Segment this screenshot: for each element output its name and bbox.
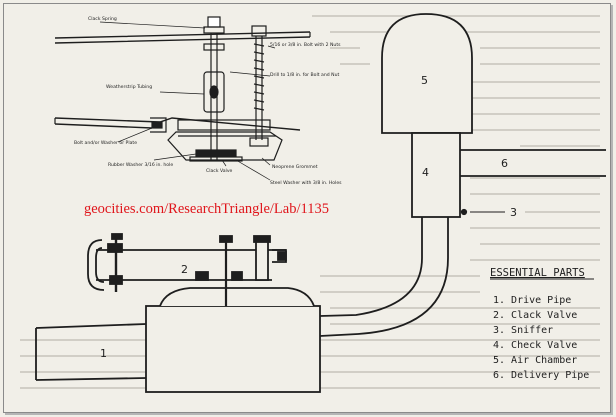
part-number-5: 5 [421,74,428,87]
elbow-pipe [319,217,449,337]
callout-clack-spring: Clack Spring [88,16,117,22]
legend-title: ESSENTIAL PARTS [490,267,585,279]
sniffer [460,208,468,216]
legend-item-sniffer: 3. Sniffer [493,325,553,336]
legend-item-clack-valve: 2. Clack Valve [493,310,577,321]
part-numbers: 1 2 3 4 5 6 [100,74,517,360]
callout-weatherstrip: Weatherstrip Tubing [106,84,152,90]
callout-bolt-low: Bolt and/or Washer or Plate [74,140,137,146]
callout-clack-valve: Clack Valve [206,168,233,174]
essential-parts-legend: ESSENTIAL PARTS 1. Drive Pipe 2. Clack V… [490,267,594,381]
air-chamber [381,13,473,134]
pump-body [145,305,321,393]
part-number-3: 3 [510,206,517,219]
watermark-url: geocities.com/ResearchTriangle/Lab/1135 [84,201,329,217]
drive-pipe [35,323,147,381]
part-number-6: 6 [501,157,508,170]
callout-rubber-washer: Rubber Washer 3/16 in. hole [108,162,173,168]
legend-item-check-valve: 4. Check Valve [493,340,577,351]
legend-item-air-chamber: 5. Air Chamber [493,355,577,366]
callout-steel-washer: Steel Washer with 3/8 in. Holes [270,180,342,186]
delivery-pipe [460,149,606,177]
part-number-4: 4 [422,166,429,179]
legend-item-delivery-pipe: 6. Delivery Pipe [493,370,589,381]
part-number-2: 2 [181,263,188,276]
callout-bolt-top: 5/16 or 3/8 in. Bolt with 2 Nuts [270,42,341,48]
callout-drill-hole: Drill to 1/8 in. for Bolt and Nut [270,72,339,78]
clack-valve-detail [54,16,311,181]
callout-neoprene: Neoprene Grommet [272,164,318,170]
legend-item-drive-pipe: 1. Drive Pipe [493,295,571,306]
pump-assembly [35,13,606,393]
detail-callouts: Clack Spring 5/16 or 3/8 in. Bolt with 2… [74,16,342,186]
check-valve-housing [411,132,461,218]
part-number-1: 1 [100,347,107,360]
